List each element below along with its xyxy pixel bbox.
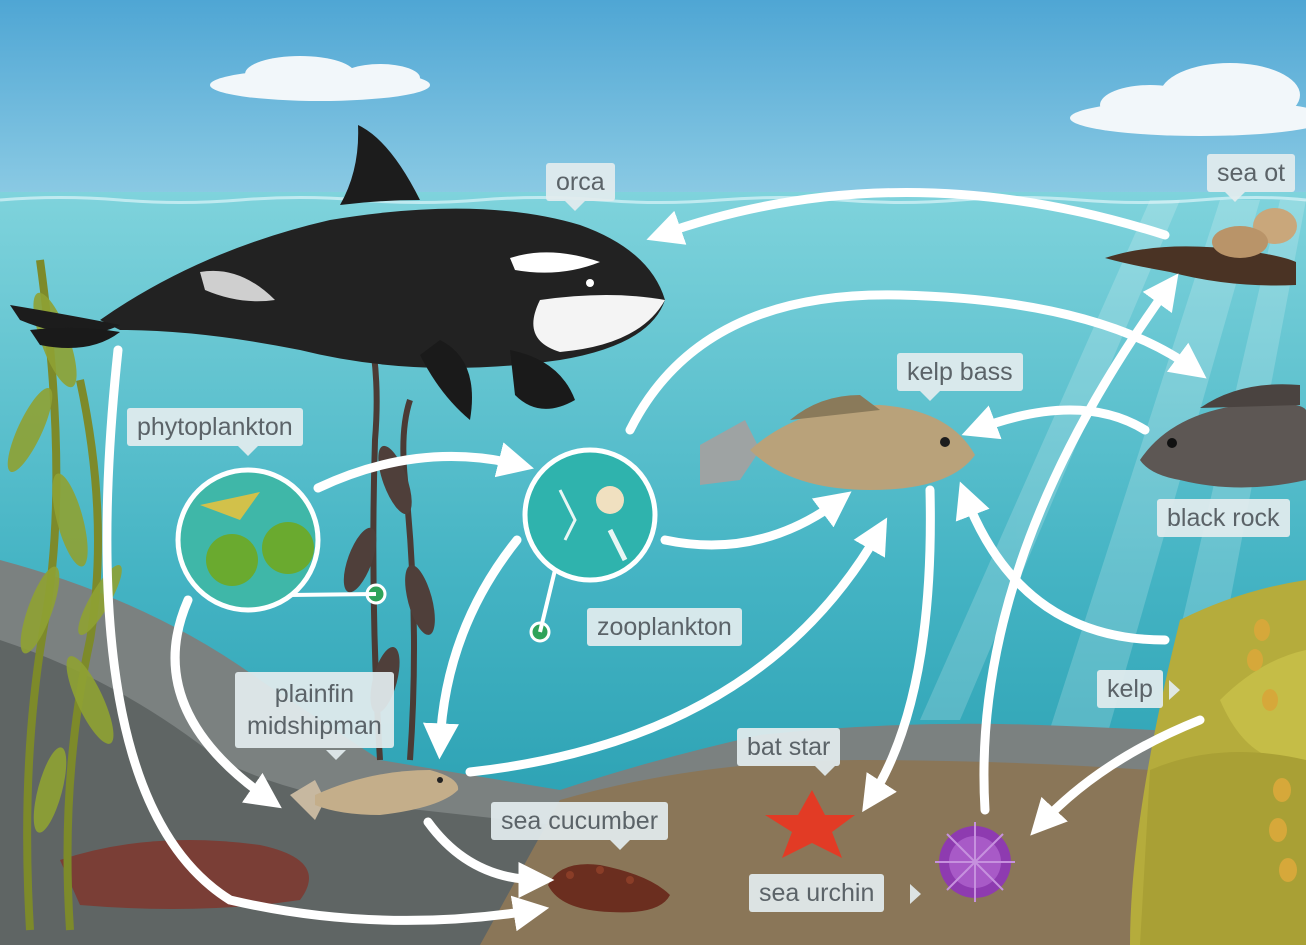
plainfin-midshipman-icon — [290, 770, 459, 820]
label-kelp: kelp — [1097, 670, 1163, 708]
label-orca: orca — [546, 163, 615, 201]
label-kelp-bass: kelp bass — [897, 353, 1023, 391]
sea-urchin-icon — [935, 822, 1015, 902]
label-plainfin-midshipman: plainfin midshipman — [235, 672, 394, 748]
label-black-rockfish: black rock — [1157, 499, 1290, 537]
bat-star-icon — [765, 790, 855, 858]
label-kelp-pointer — [1169, 680, 1180, 700]
label-sea-otter-pointer — [1225, 192, 1245, 202]
phytoplankton-icon — [175, 467, 387, 613]
kelp-bass-icon — [700, 395, 975, 490]
zooplankton-icon — [522, 447, 658, 643]
label-bat-star-pointer — [815, 766, 835, 776]
kelp-icon — [1130, 580, 1306, 945]
black-rockfish-icon — [1140, 384, 1306, 488]
food-web-arrows — [102, 188, 1207, 932]
label-phytoplankton-pointer — [238, 446, 258, 456]
cloud-icon — [1070, 63, 1306, 136]
label-sea-cucumber: sea cucumber — [491, 802, 669, 840]
label-orca-pointer — [565, 201, 585, 211]
sea-cucumber-icon — [548, 864, 670, 913]
orca-icon — [10, 125, 665, 420]
sea-otter-icon — [1105, 208, 1297, 286]
label-kelp-bass-pointer — [920, 391, 940, 401]
label-phytoplankton: phytoplankton — [127, 408, 303, 446]
label-zooplankton: zooplankton — [587, 608, 742, 646]
label-plainfin-line1: plainfin — [274, 680, 354, 708]
label-plainfin-line2: midshipman — [247, 712, 382, 740]
label-sea-urchin-pointer — [910, 884, 921, 904]
label-bat-star: bat star — [737, 728, 841, 766]
cloud-icon — [210, 56, 430, 101]
label-plainfin-pointer — [326, 750, 346, 760]
label-sea-cucumber-pointer — [610, 840, 630, 850]
label-sea-urchin: sea urchin — [749, 874, 885, 912]
label-sea-otter: sea ot — [1207, 154, 1296, 192]
